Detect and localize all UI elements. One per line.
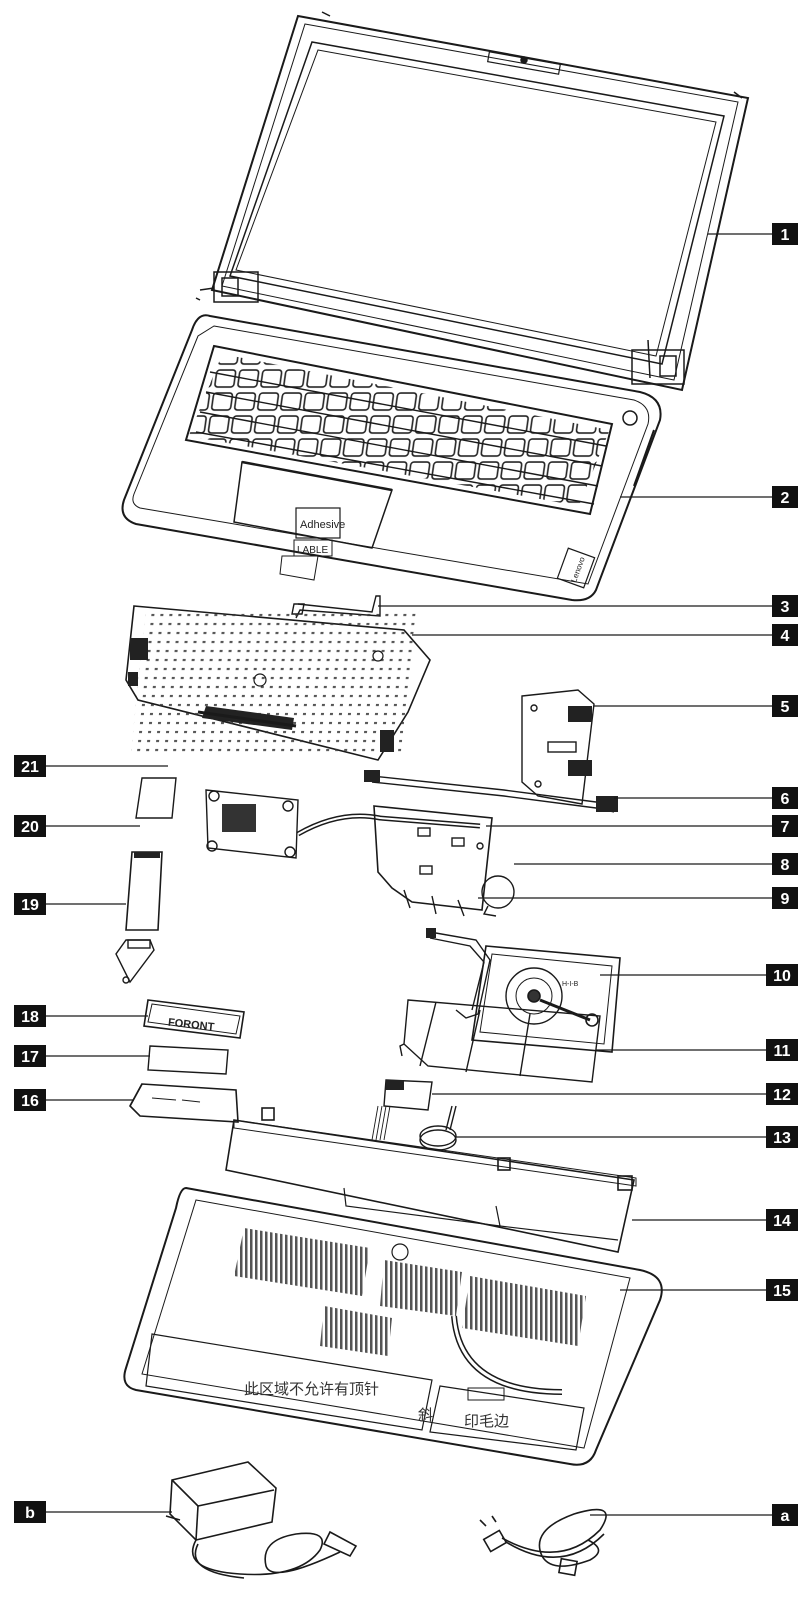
thermal-module bbox=[205, 789, 493, 917]
cn-notice-text-1: 此区域不允许有顶针 bbox=[244, 1380, 379, 1398]
hdd-bracket bbox=[399, 999, 601, 1083]
wlan-card bbox=[371, 1079, 433, 1141]
palmrest-keyboard: Adhesive LABLE Lenovo bbox=[121, 314, 662, 602]
callout-21-text: 21 bbox=[21, 759, 39, 776]
cn-notice-text-3: 印毛边 bbox=[464, 1412, 509, 1430]
system-board bbox=[125, 605, 431, 761]
callout-a-text: a bbox=[781, 1508, 790, 1525]
callout-b-text: b bbox=[25, 1505, 35, 1522]
leader-lines bbox=[46, 233, 772, 1516]
callout-18: 18 bbox=[14, 1005, 46, 1027]
hdd-cable bbox=[426, 928, 491, 1019]
callout-3-text: 3 bbox=[781, 599, 790, 616]
adhesive-area bbox=[295, 507, 341, 539]
callout-4-text: 4 bbox=[781, 628, 790, 645]
hdd-label-text: H-I-B bbox=[562, 981, 579, 988]
ssd-enclosure bbox=[129, 1083, 239, 1123]
ssd-bracket bbox=[115, 939, 155, 984]
callout-4: 4 bbox=[772, 624, 798, 646]
memory-label-text: FORONT bbox=[167, 1017, 215, 1034]
callout-11: 11 bbox=[766, 1039, 798, 1061]
callout-2-text: 2 bbox=[781, 490, 790, 507]
callout-19: 19 bbox=[14, 893, 46, 915]
lenovo-logo bbox=[556, 547, 596, 589]
callout-13: 13 bbox=[766, 1126, 798, 1148]
callout-11-text: 11 bbox=[774, 1043, 791, 1060]
callout-6: 6 bbox=[772, 787, 798, 809]
lcd-cable bbox=[364, 770, 618, 813]
callout-20-text: 20 bbox=[21, 819, 39, 836]
callout-6-text: 6 bbox=[781, 791, 790, 808]
callout-21: 21 bbox=[14, 755, 46, 777]
lcd-assembly bbox=[195, 11, 750, 392]
callout-20: 20 bbox=[14, 815, 46, 837]
callout-3: 3 bbox=[772, 595, 798, 617]
callout-14: 14 bbox=[766, 1209, 798, 1231]
thermal-pad-round bbox=[481, 875, 515, 917]
callout-1-text: 1 bbox=[781, 227, 790, 244]
callout-17: 17 bbox=[14, 1045, 46, 1067]
callout-14-text: 14 bbox=[773, 1213, 791, 1230]
callout-5: 5 bbox=[772, 695, 798, 717]
callout-10-text: 10 bbox=[773, 968, 791, 985]
callout-18-text: 18 bbox=[21, 1009, 39, 1026]
callout-5-text: 5 bbox=[781, 699, 790, 716]
callout-8-text: 8 bbox=[781, 857, 790, 874]
power-cord bbox=[479, 1508, 607, 1577]
hard-drive: H-I-B bbox=[471, 945, 621, 1053]
callout-13-text: 13 bbox=[773, 1130, 791, 1147]
battery-pack bbox=[225, 1107, 637, 1253]
usb-board bbox=[521, 689, 595, 805]
callout-8: 8 bbox=[772, 853, 798, 875]
callout-9-text: 9 bbox=[781, 891, 790, 908]
ssd-m2 bbox=[125, 851, 163, 931]
callout-19-text: 19 bbox=[21, 897, 39, 914]
callout-16-text: 16 bbox=[21, 1093, 39, 1110]
callout-a: a bbox=[772, 1504, 798, 1526]
callout-9: 9 bbox=[772, 887, 798, 909]
callout-b: b bbox=[14, 1501, 46, 1523]
right-hinge bbox=[631, 339, 685, 385]
adhesive-label: Adhesive bbox=[300, 519, 345, 531]
ac-adapter bbox=[165, 1461, 358, 1579]
callout-15: 15 bbox=[766, 1279, 798, 1301]
callout-10: 10 bbox=[766, 964, 798, 986]
memory-module: FORONT bbox=[143, 999, 245, 1039]
base-cover: 此区域不允许有顶针 斜 印毛边 bbox=[123, 1186, 663, 1466]
lenovo-logo-text: Lenovo bbox=[569, 555, 587, 583]
lable-label: LABLE bbox=[297, 545, 328, 556]
callout-17-text: 17 bbox=[21, 1049, 39, 1066]
callout-boxes: 1 2 3 4 5 6 7 8 9 10 11 12 13 14 15 a 21… bbox=[14, 223, 798, 1526]
callout-12-text: 12 bbox=[773, 1087, 791, 1104]
callout-16: 16 bbox=[14, 1089, 46, 1111]
callout-2: 2 bbox=[772, 486, 798, 508]
keyboard-keys bbox=[195, 371, 607, 505]
callout-12: 12 bbox=[766, 1083, 798, 1105]
ssd-thermal-pad bbox=[135, 777, 177, 819]
callout-15-text: 15 bbox=[773, 1283, 791, 1300]
memory-pad bbox=[147, 1045, 229, 1075]
rtc-battery bbox=[419, 1105, 457, 1151]
callout-7-text: 7 bbox=[781, 819, 790, 836]
callout-7: 7 bbox=[772, 815, 798, 837]
cn-notice-text-2: 斜 bbox=[418, 1406, 433, 1424]
callout-1: 1 bbox=[772, 223, 798, 245]
left-hinge bbox=[195, 271, 259, 303]
